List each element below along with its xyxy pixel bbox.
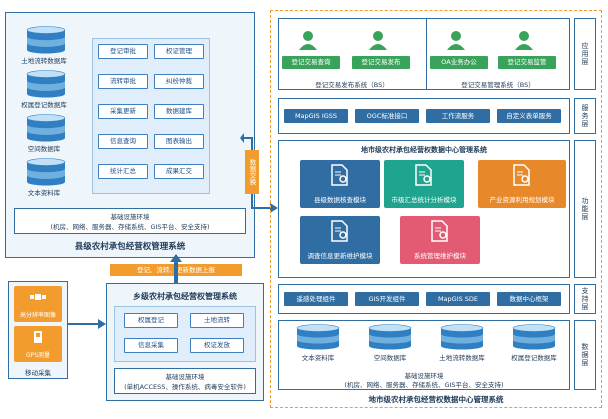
database-icon <box>26 26 66 54</box>
county-system-title: 县级农村承包经营权管理系统 <box>74 242 186 252</box>
function-layer-title: 地市级农村承包经营权数据中心管理系统 <box>361 146 487 154</box>
gps-device-icon <box>34 331 42 343</box>
county-infra-box <box>14 208 246 234</box>
document-gear-icon <box>331 220 348 242</box>
county-function-button[interactable]: 成果汇交 <box>154 164 204 179</box>
county-function-button[interactable]: 采集更新 <box>98 104 148 119</box>
support-button[interactable]: MapGIS SDE <box>426 292 490 306</box>
support-button[interactable]: 遥感处理组件 <box>284 292 348 306</box>
function-module[interactable]: 产业资源利用规划模块 <box>478 160 566 208</box>
layer-tag-app: 应用层 <box>574 18 596 90</box>
city-database-label: 空间数据库 <box>373 354 407 362</box>
document-gear-icon <box>415 164 432 186</box>
function-module[interactable]: 系统管理维护模块 <box>400 216 480 264</box>
city-database-label: 文本资料库 <box>301 354 335 362</box>
function-module[interactable]: 调查信息更新维护模块 <box>300 216 380 264</box>
app-function-button[interactable]: OA业务办公 <box>430 56 488 69</box>
county-function-button[interactable]: 流转审批 <box>98 74 148 89</box>
layer-tag-support: 支持层 <box>574 284 596 314</box>
mobile-item-gps[interactable]: GPS测量 <box>14 326 62 362</box>
app-function-button[interactable]: 登记交易发布 <box>352 56 410 69</box>
county-function-button[interactable]: 信息查询 <box>98 134 148 149</box>
county-function-button[interactable]: 纠纷仲裁 <box>154 74 204 89</box>
county-function-button[interactable]: 登记审批 <box>98 44 148 59</box>
user-icon <box>297 30 319 50</box>
database-icon <box>512 324 556 350</box>
database-icon <box>296 324 340 350</box>
layer-tag-service: 服务层 <box>574 98 596 134</box>
county-infra-text: (机房、网络、服务器、存储系统、GIS平台、安全支持) <box>50 223 210 231</box>
app-layer-box <box>278 18 570 90</box>
city-system-panel <box>270 10 602 408</box>
county-database-label: 土地流转数据库 <box>21 57 67 65</box>
service-button[interactable]: OGC标准接口 <box>355 109 419 123</box>
mobile-item-imagery-label: 高分辨率图像 <box>19 312 56 319</box>
database-icon <box>440 324 484 350</box>
township-function-button[interactable]: 土地流转 <box>190 313 244 328</box>
county-infra-title: 基础设施环境 <box>110 213 150 221</box>
township-function-button[interactable]: 权属登记 <box>124 313 178 328</box>
township-infra-text: (单机ACCESS、操作系统、病毒安全软件) <box>124 383 246 391</box>
app-layer-divider <box>426 18 427 90</box>
data-layer-box <box>278 320 570 390</box>
user-icon <box>367 30 389 50</box>
function-layer-box <box>278 140 570 278</box>
county-function-button[interactable]: 图表输出 <box>154 134 204 149</box>
city-infra-title: 基础设施环境 <box>404 372 444 380</box>
function-module-label: 市级汇总统计分析模块 <box>391 196 457 204</box>
database-icon <box>26 114 66 142</box>
service-button[interactable]: MapGIS IGSS <box>284 109 348 123</box>
service-button[interactable]: 工作流服务 <box>426 109 490 123</box>
layer-tag-data: 数据层 <box>574 320 596 390</box>
document-gear-icon <box>513 164 530 186</box>
county-function-button[interactable]: 统计汇总 <box>98 164 148 179</box>
layer-tag-function: 功能层 <box>574 140 596 278</box>
function-module-label: 调查信息更新维护模块 <box>307 252 373 260</box>
app-group2-caption: 登记交易管理系统（BS） <box>461 81 535 89</box>
mobile-item-imagery[interactable]: 高分辨率图像 <box>14 286 62 322</box>
city-database-label: 土地流转数据库 <box>439 354 485 362</box>
document-gear-icon <box>331 164 348 186</box>
township-title: 乡级农村承包经营权管理系统 <box>133 292 237 301</box>
county-database-label: 文本资料库 <box>27 189 61 197</box>
mobile-title: 移动采集 <box>25 369 51 377</box>
township-infra-title: 基础设施环境 <box>165 373 205 381</box>
county-function-button[interactable]: 权证管理 <box>154 44 204 59</box>
exchange-label: 数据交换 <box>245 150 259 194</box>
township-function-button[interactable]: 权证发放 <box>190 338 244 353</box>
function-module[interactable]: 市级汇总统计分析模块 <box>384 160 464 208</box>
support-layer-box <box>278 284 570 314</box>
user-icon <box>445 30 467 50</box>
function-module-label: 县级数据核查模块 <box>314 196 366 204</box>
function-module[interactable]: 县级数据核查模块 <box>300 160 380 208</box>
support-button[interactable]: GIS开发组件 <box>355 292 419 306</box>
upload-arrow <box>170 254 182 284</box>
function-module-label: 系统管理维护模块 <box>414 252 466 260</box>
county-function-button[interactable]: 数据建库 <box>154 104 204 119</box>
document-gear-icon <box>431 220 448 242</box>
user-icon <box>513 30 535 50</box>
app-function-button[interactable]: 登记交易监管 <box>498 56 556 69</box>
city-system-title: 地市级农村承包经营权数据中心管理系统 <box>368 395 504 404</box>
database-icon <box>26 70 66 98</box>
city-infra-text: (机房、网络、服务器、存储系统、GIS平台、安全支持) <box>344 381 504 389</box>
database-icon <box>26 158 66 186</box>
app-group1-caption: 登记交易发布系统（BS） <box>315 81 389 89</box>
service-button[interactable]: 自定义表单服务 <box>497 109 561 123</box>
satellite-icon <box>30 294 46 300</box>
township-function-button[interactable]: 信息采集 <box>124 338 178 353</box>
city-database-label: 权属登记数据库 <box>511 354 557 362</box>
township-infra-box <box>114 368 256 394</box>
app-function-button[interactable]: 登记交易查询 <box>282 56 340 69</box>
county-database-label: 权属登记数据库 <box>21 101 67 109</box>
support-button[interactable]: 数据中心框架 <box>497 292 561 306</box>
county-database-label: 空间数据库 <box>27 145 61 153</box>
service-layer-box <box>278 98 570 134</box>
mobile-item-gps-label: GPS测量 <box>25 352 51 359</box>
function-module-label: 产业资源利用规划模块 <box>489 196 555 204</box>
mobile-to-township-arrow <box>68 319 106 329</box>
database-icon <box>368 324 412 350</box>
